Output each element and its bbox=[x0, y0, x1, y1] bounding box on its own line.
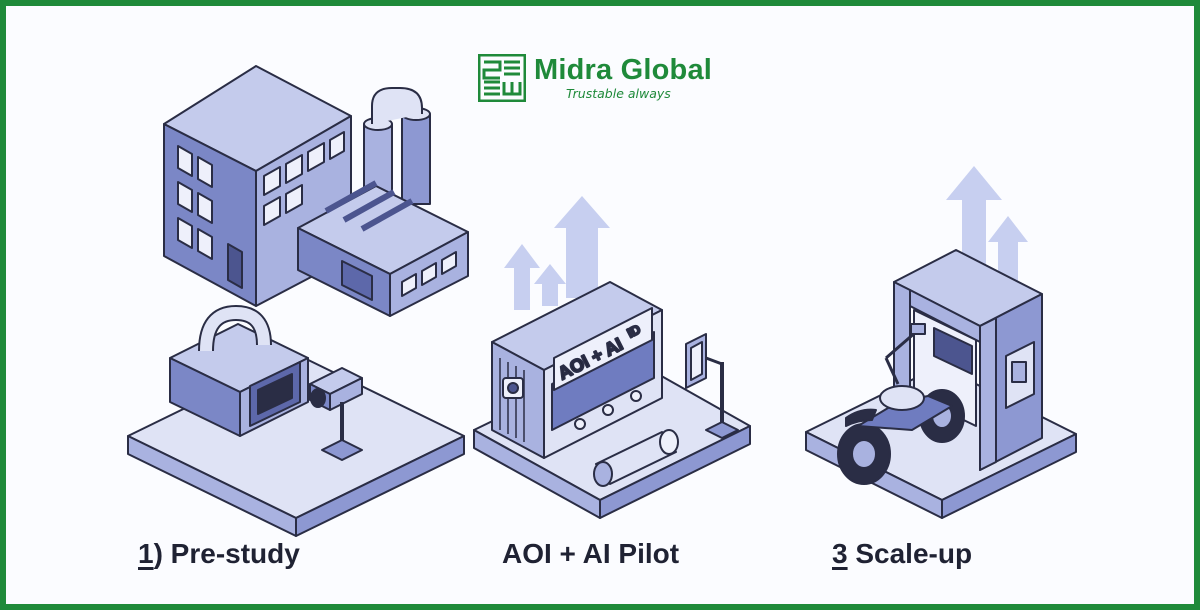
inspection-camera bbox=[309, 367, 363, 461]
caption-pre-study: 1) Pre-study bbox=[138, 538, 300, 570]
caption-step-text: AOI + AI Pilot bbox=[502, 538, 680, 569]
caption-step-text: Scale-up bbox=[847, 538, 973, 569]
furnace-machine bbox=[169, 305, 309, 437]
caption-aoi-pilot: AOI + AI Pilot bbox=[502, 538, 679, 570]
caption-step-number: 1 bbox=[138, 538, 154, 569]
machine-hall bbox=[297, 180, 469, 317]
aoi-pilot-illustration: AOI + AI ID bbox=[473, 196, 751, 519]
caption-step-number: 3 bbox=[832, 538, 848, 569]
brand-name: Midra Global bbox=[534, 53, 713, 86]
brand-tagline: Trustable always bbox=[566, 85, 671, 101]
motorcycle bbox=[837, 323, 965, 485]
diagram-canvas: AOI + AI ID bbox=[127, 65, 1077, 537]
scale-up-illustration bbox=[805, 166, 1077, 519]
pre-study-illustration bbox=[127, 65, 469, 537]
brand-logo: Midra Global Trustable always bbox=[478, 54, 712, 102]
midra-logo-icon bbox=[478, 54, 526, 102]
factory-building bbox=[163, 65, 352, 307]
material-roll bbox=[593, 429, 679, 487]
monitor-stand bbox=[685, 333, 739, 439]
scale-arrows-icon bbox=[946, 166, 1028, 288]
caption-step-text: ) Pre-study bbox=[153, 538, 300, 569]
growth-arrows-icon bbox=[504, 196, 610, 310]
caption-scale-up: 3 Scale-up bbox=[832, 538, 972, 570]
chimney-stacks bbox=[363, 87, 431, 205]
